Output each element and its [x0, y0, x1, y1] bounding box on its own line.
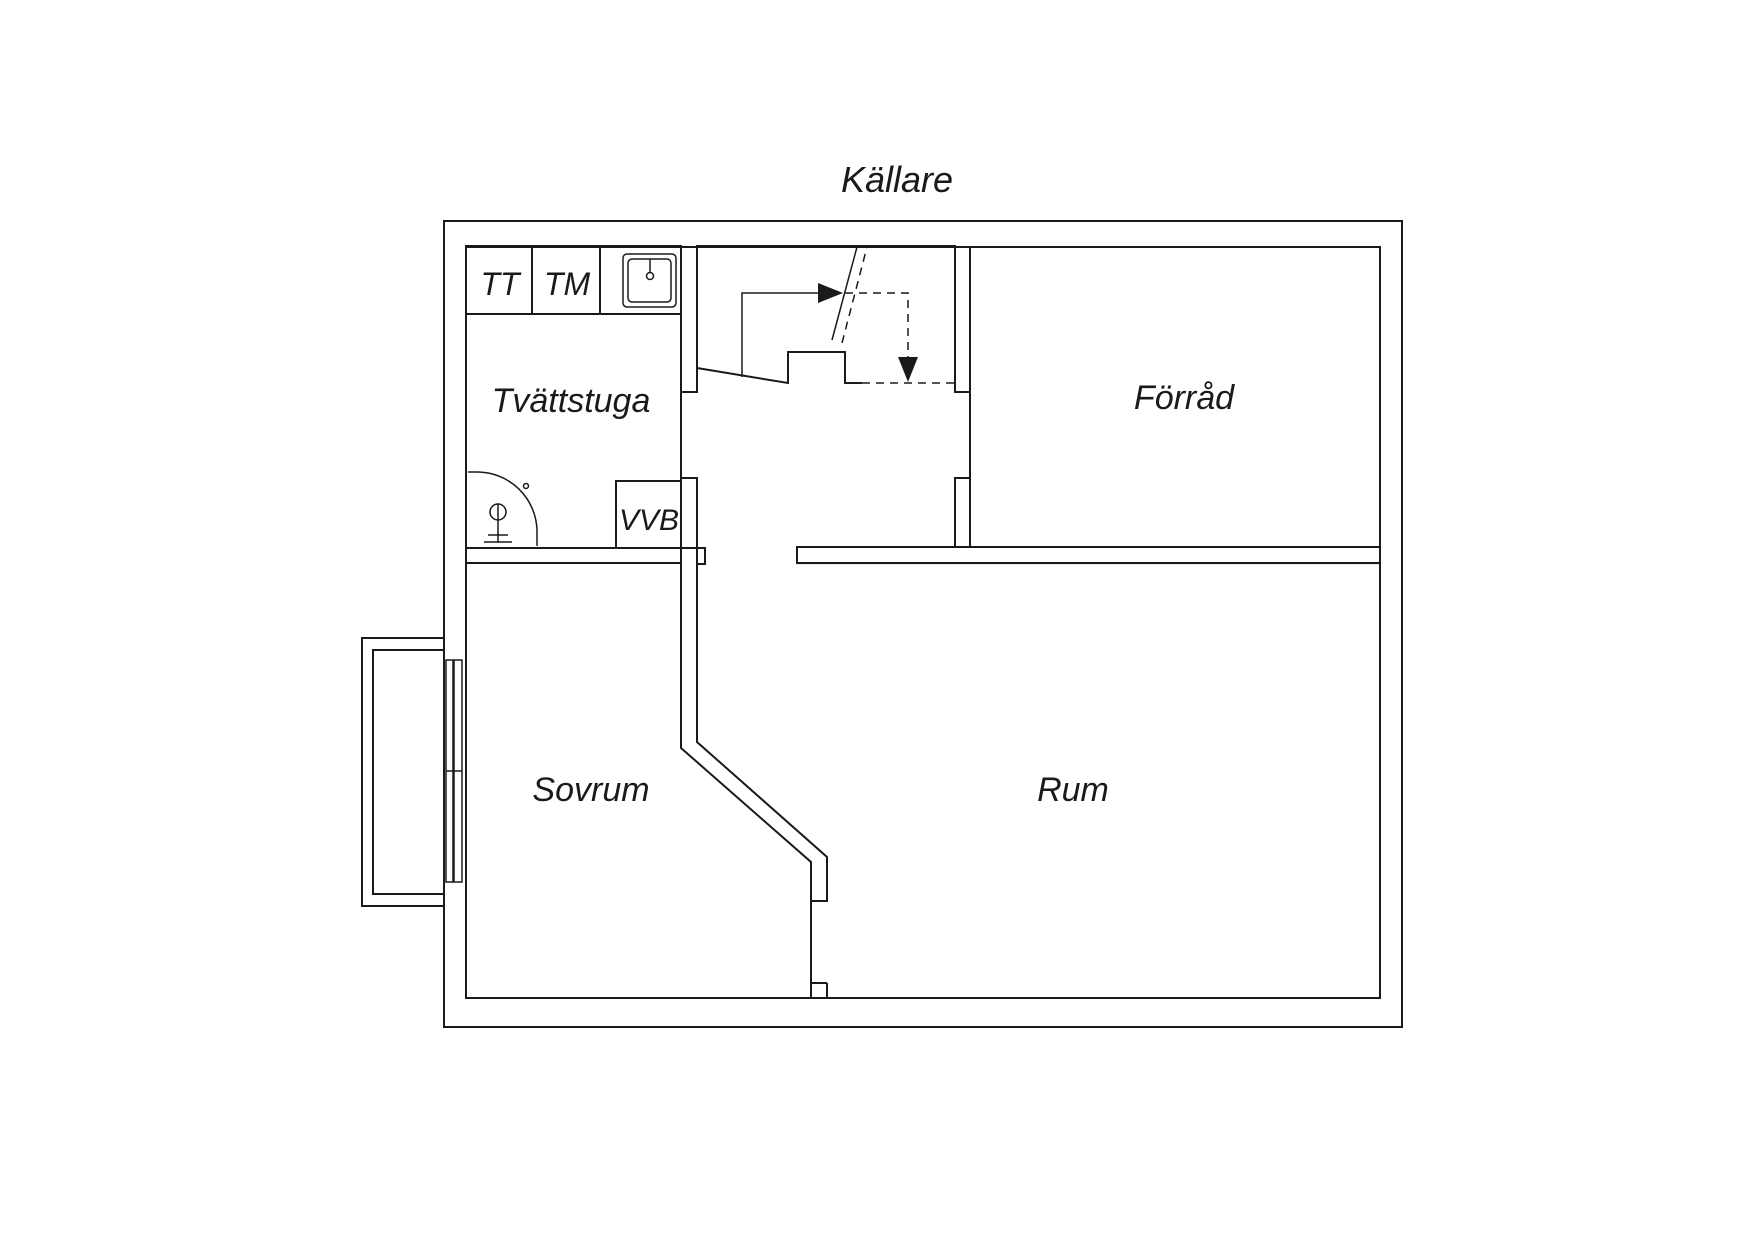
- stair-arrow-down-icon: [898, 357, 918, 382]
- bedroom-walls: [466, 562, 828, 998]
- room-label-tvattstuga: Tvättstuga: [492, 382, 651, 420]
- room-label-rum: Rum: [1037, 771, 1109, 809]
- staircase: [696, 245, 971, 393]
- storage-room-walls: [954, 246, 1381, 549]
- tumble-dryer-label: TT: [480, 266, 522, 302]
- sink-icon: [622, 253, 677, 308]
- window-bay: [361, 637, 463, 907]
- washing-machine-label: TM: [544, 266, 591, 302]
- partition-wall: [465, 546, 1381, 564]
- water-heater-label: VVB: [619, 504, 679, 537]
- sink-box: [599, 246, 682, 315]
- stair-arrow-right-icon: [818, 283, 843, 303]
- boiler-icon: [468, 471, 538, 546]
- laundry-appliances: TT TM: [465, 246, 682, 315]
- living-room-walls: [796, 562, 1381, 998]
- room-label-forrad: Förråd: [1134, 379, 1235, 417]
- room-label-sovrum: Sovrum: [532, 771, 649, 809]
- plan-title: Källare: [841, 159, 953, 200]
